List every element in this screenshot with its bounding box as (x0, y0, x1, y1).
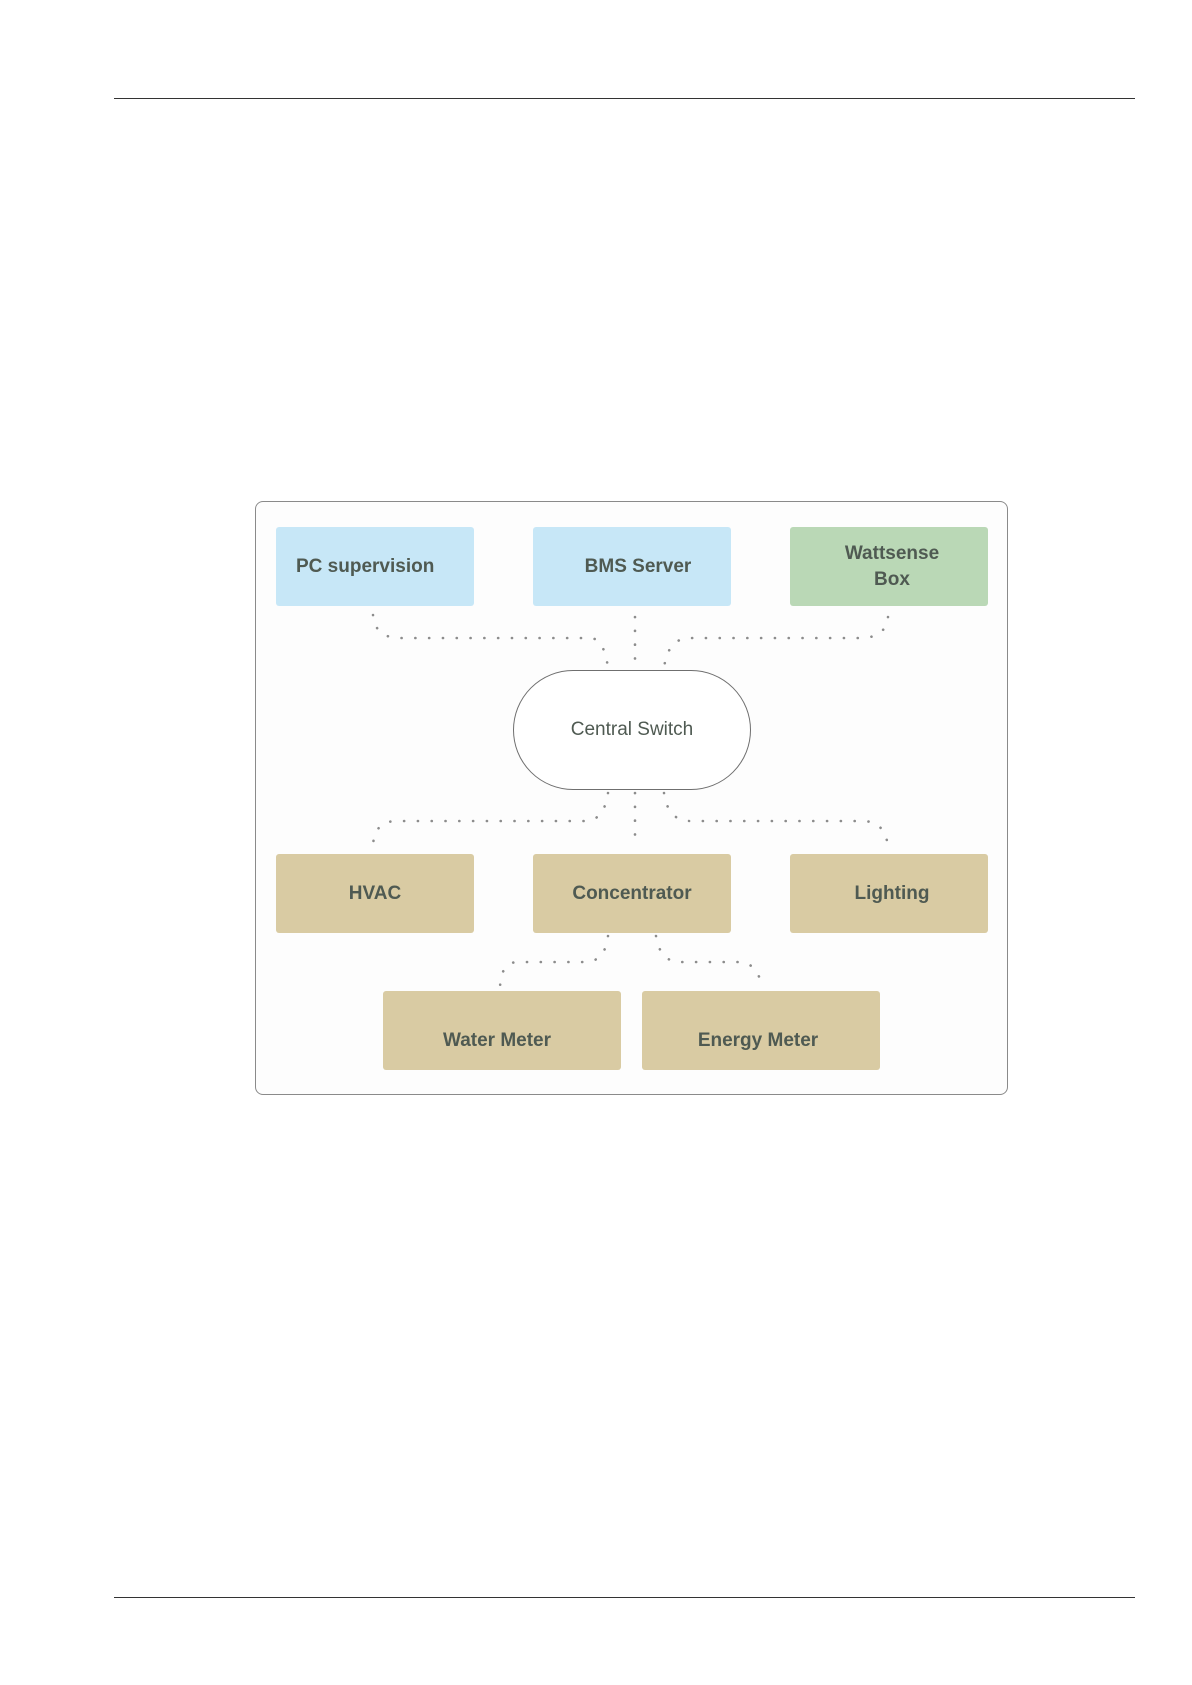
node-wattsense-box: Wattsense Box (790, 527, 988, 606)
node-wattsense-label-line1: Wattsense (845, 541, 939, 567)
node-energy-meter-label: Energy Meter (698, 1028, 818, 1054)
node-lighting-label: Lighting (855, 881, 930, 907)
footer-rule (114, 1597, 1135, 1598)
node-bms-server-label: BMS Server (585, 554, 692, 580)
node-wattsense-label-line2: Box (874, 567, 910, 593)
node-lighting: Lighting (790, 854, 988, 933)
central-switch-label: Central Switch (571, 719, 694, 741)
node-hvac: HVAC (276, 854, 474, 933)
node-concentrator-label: Concentrator (572, 881, 691, 907)
node-pc-supervision: PC supervision (276, 527, 474, 606)
header-rule (114, 98, 1135, 99)
central-switch: Central Switch (513, 670, 751, 790)
node-water-meter-label: Water Meter (443, 1028, 551, 1054)
node-bms-server: BMS Server (533, 527, 731, 606)
node-water-meter: Water Meter (383, 991, 621, 1070)
node-energy-meter: Energy Meter (642, 991, 880, 1070)
node-concentrator: Concentrator (533, 854, 731, 933)
node-pc-supervision-label: PC supervision (296, 554, 434, 580)
node-hvac-label: HVAC (349, 881, 401, 907)
